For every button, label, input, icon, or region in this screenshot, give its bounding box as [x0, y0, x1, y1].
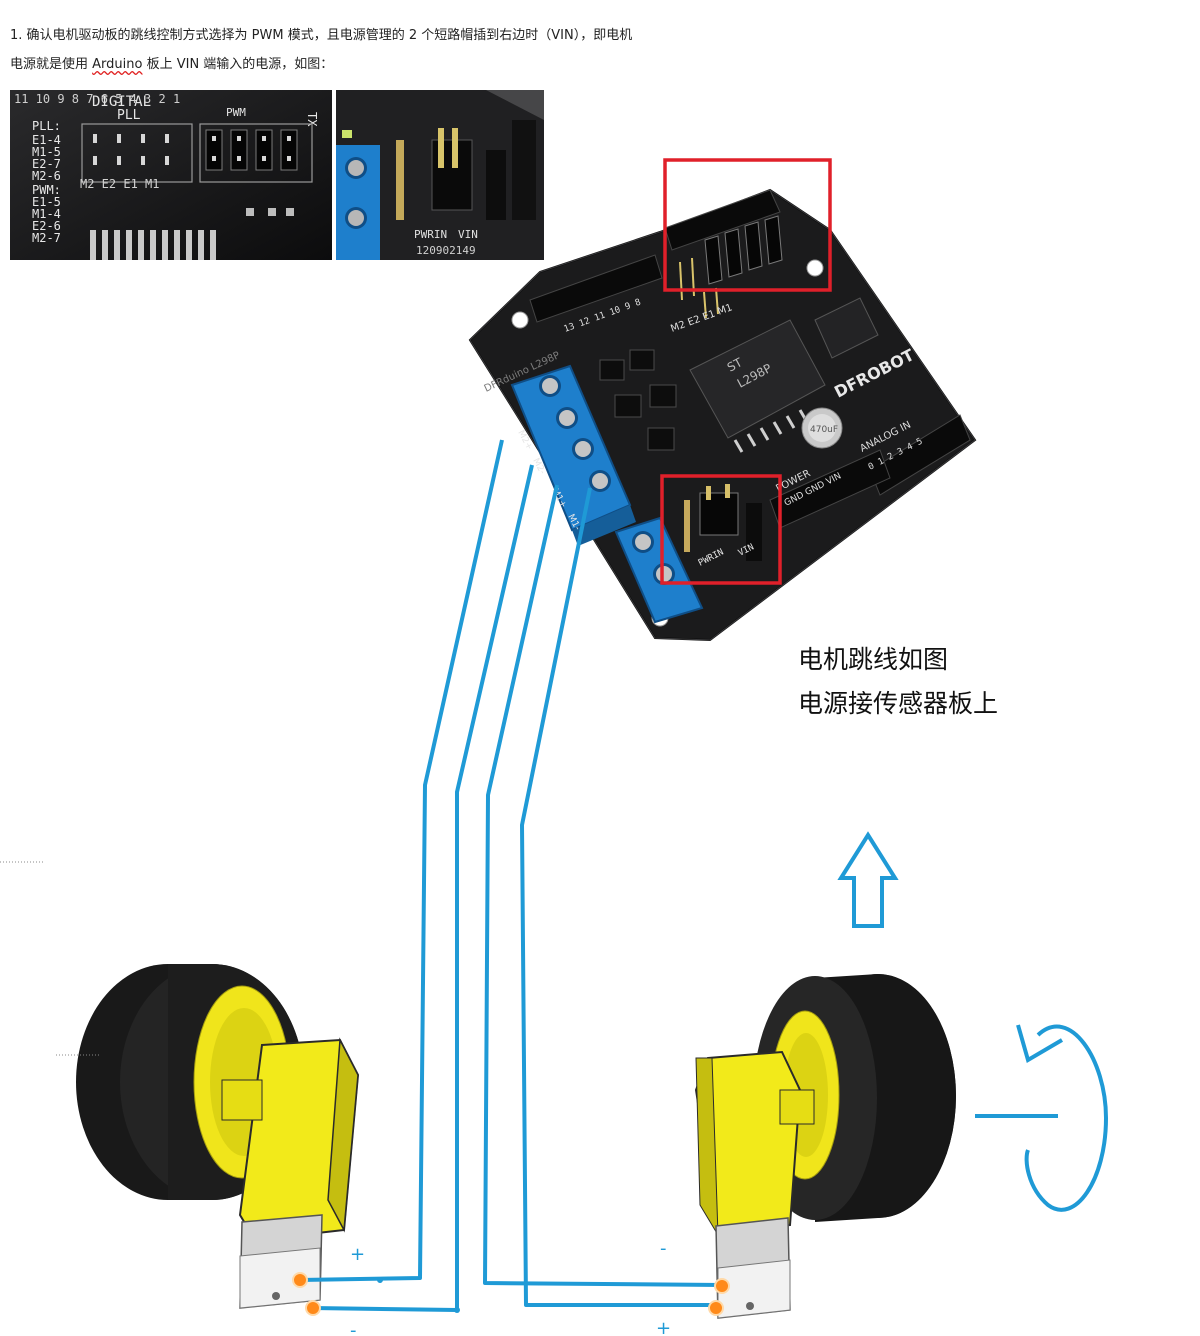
motor-driver-board: ST L298P 470uF DFROBOT DFRduino L298P AN… [470, 190, 975, 640]
right-minus-label: - [660, 1238, 667, 1259]
right-plus-label: + [656, 1318, 671, 1336]
forward-arrow-icon [841, 835, 895, 926]
right-motor-assembly [696, 974, 956, 1318]
rotation-arrow-icon [975, 1025, 1106, 1210]
power-note: 电源接传感器板上 [798, 684, 998, 720]
left-motor-assembly [76, 964, 358, 1308]
jumper-note: 电机跳线如图 [798, 640, 948, 676]
left-plus-label: + [350, 1244, 365, 1265]
left-minus-label: - [350, 1320, 357, 1336]
cap-value: 470uF [810, 425, 838, 435]
